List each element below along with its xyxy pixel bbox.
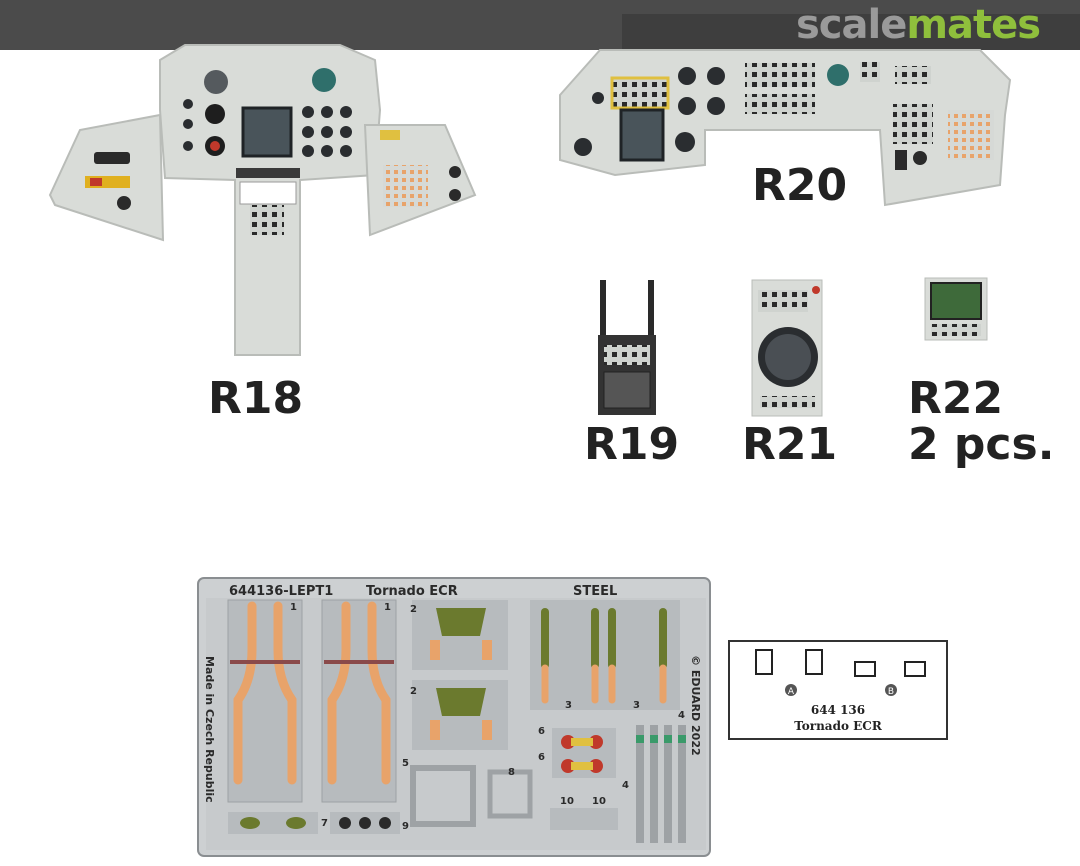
part-number: 7 (321, 818, 328, 829)
acetate-card: A B 644 136 Tornado ECR (728, 640, 948, 740)
fret-copyright: © EDUARD 2022 (689, 655, 702, 756)
part-number: 5 (402, 758, 409, 769)
fret-code: 644136-LEPT1 (229, 584, 333, 599)
part-number: 9 (402, 821, 409, 832)
label-r21: R21 (742, 419, 838, 470)
part-number: 6 (538, 752, 545, 763)
part-number: 1 (290, 602, 297, 613)
part-number: 8 (508, 767, 515, 778)
part-r22 (924, 277, 988, 341)
part-r21 (751, 279, 823, 417)
part-number: 10 (592, 796, 606, 807)
part-number: 3 (565, 700, 572, 711)
fret-origin: Made in Czech Republic (203, 656, 216, 803)
part-r20 (559, 49, 1012, 207)
label-r20: R20 (752, 160, 848, 211)
part-number: 1 (384, 602, 391, 613)
logo-tab (622, 14, 1080, 50)
part-number: 6 (538, 726, 545, 737)
label-r22-quantity: 2 pcs. (908, 419, 1055, 470)
part-number: 2 (410, 686, 417, 697)
part-r19 (598, 280, 656, 415)
logo-part2: mates (906, 2, 1041, 48)
fret-sheet: 644136-LEPT1 Tornado ECR STEEL Made in C… (197, 577, 711, 857)
label-r18: R18 (208, 373, 304, 424)
fret-material: STEEL (573, 584, 617, 599)
scalemates-logo[interactable]: scalemates (796, 2, 1041, 48)
marker-a: A (788, 687, 795, 697)
label-r19: R19 (584, 419, 680, 470)
part-number: 2 (410, 604, 417, 615)
part-number: 4 (678, 710, 685, 721)
marker-b: B (888, 687, 894, 697)
fret-name: Tornado ECR (366, 584, 458, 599)
label-r22: R22 (908, 373, 1004, 424)
part-number: 4 (622, 780, 629, 791)
logo-part1: scale (796, 2, 907, 48)
part-r18 (48, 44, 477, 356)
part-number: 3 (633, 700, 640, 711)
card-name: Tornado ECR (794, 719, 883, 733)
card-code: 644 136 (811, 703, 865, 717)
part-number: 10 (560, 796, 574, 807)
